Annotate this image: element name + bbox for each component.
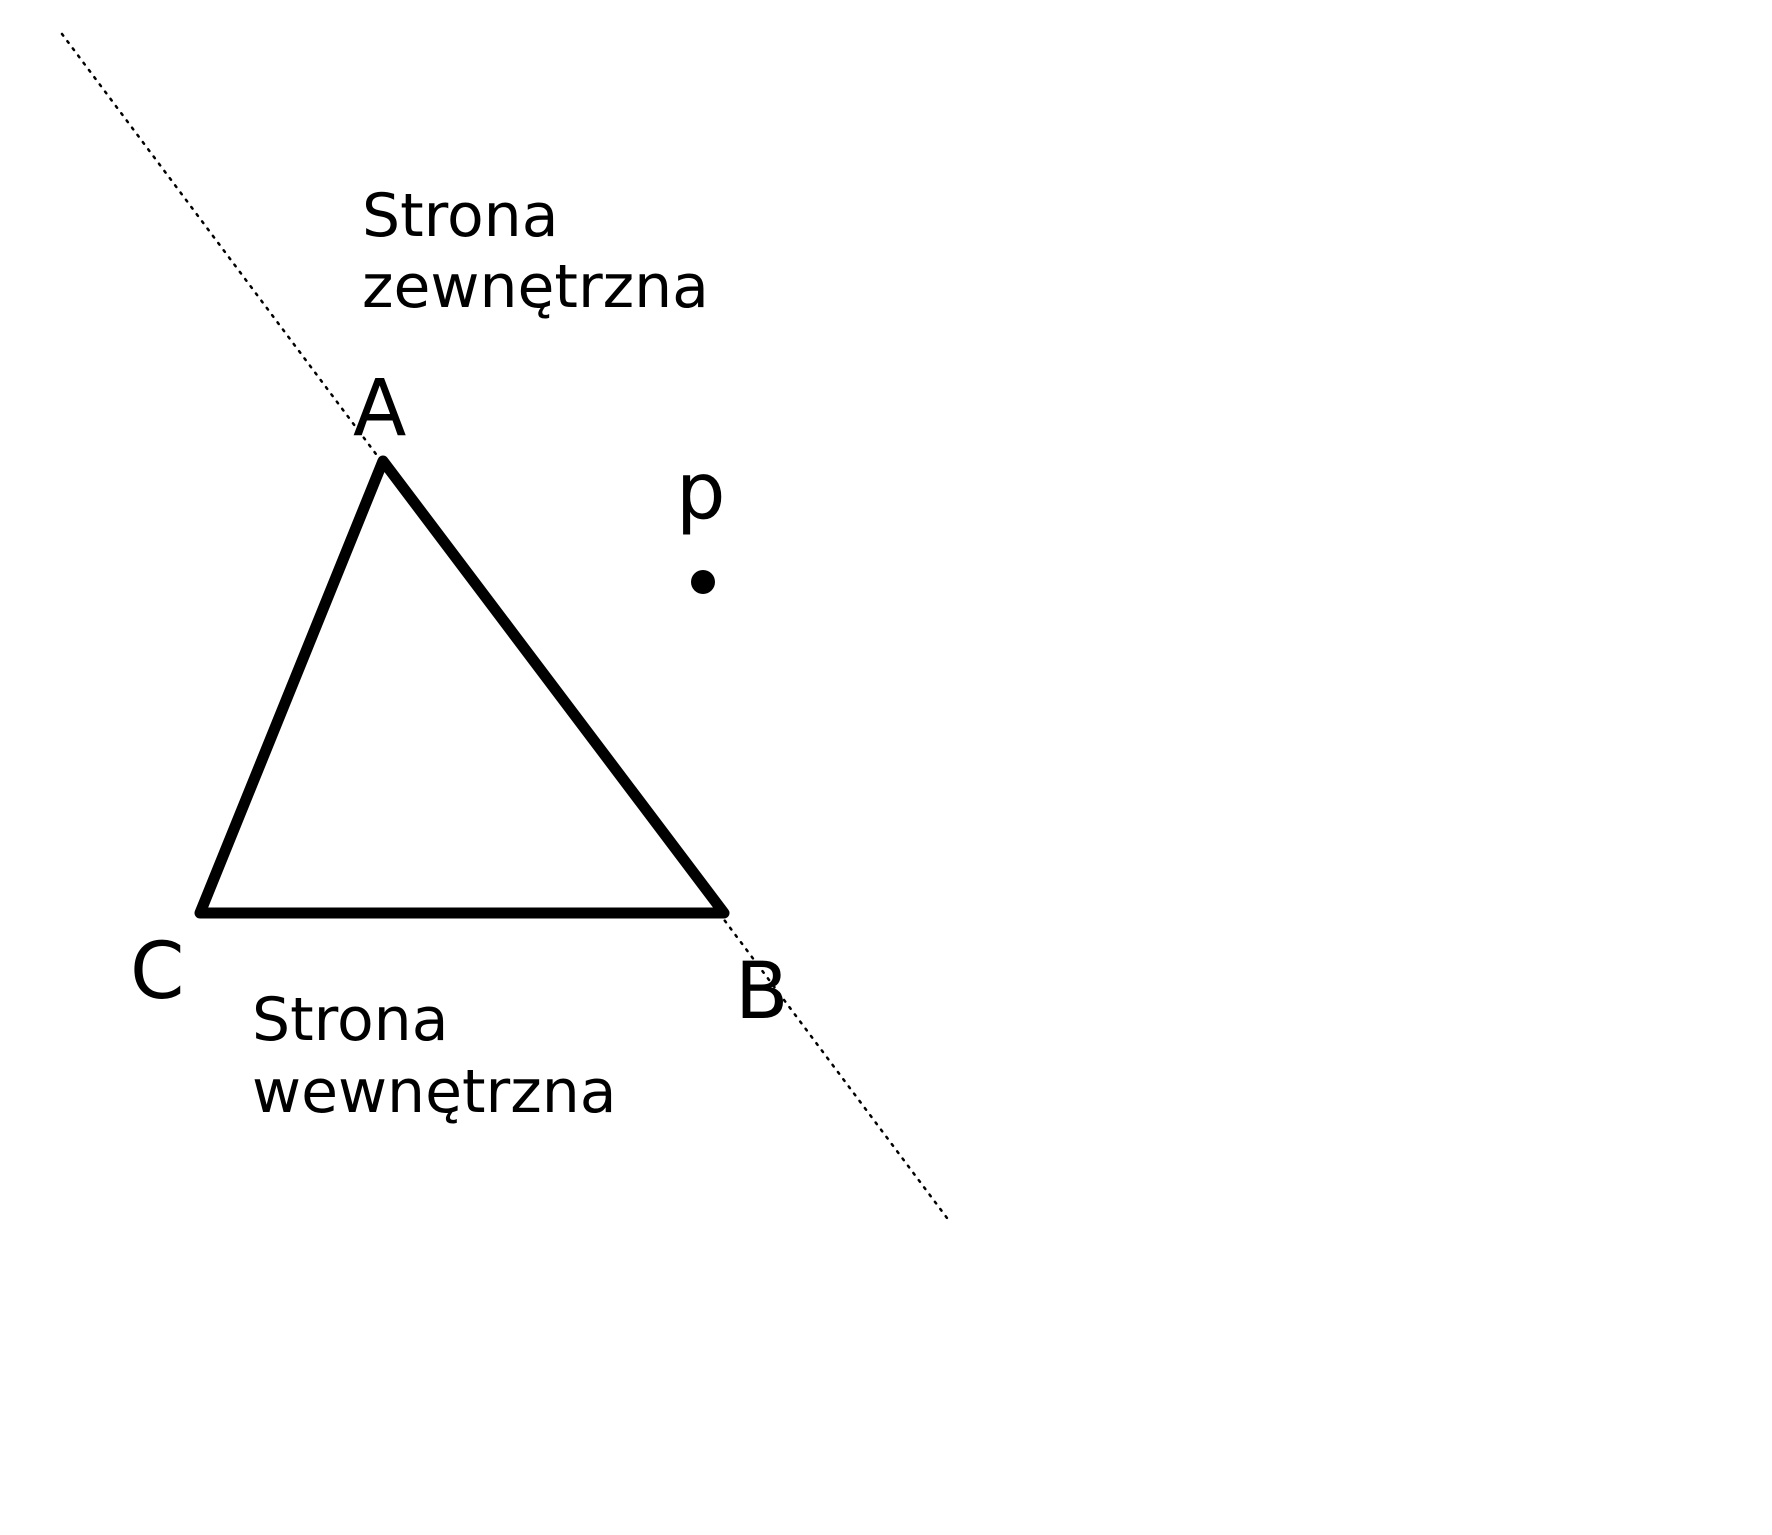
point-p [691, 570, 715, 594]
vertex-label-b: B [735, 947, 789, 1037]
vertex-label-c: C [130, 927, 184, 1017]
inner-side-label-line2: wewnętrzna [252, 1057, 616, 1127]
point-label-p: p [676, 447, 726, 537]
outer-side-label-line2: zewnętrzna [362, 252, 709, 322]
inner-side-label-line1: Strona [252, 985, 448, 1055]
dotted-line-through-a-b [60, 32, 952, 1224]
triangle-abc [194, 455, 730, 919]
outer-side-label-line1: Strona [362, 181, 558, 251]
vertex-label-a: A [353, 364, 406, 454]
